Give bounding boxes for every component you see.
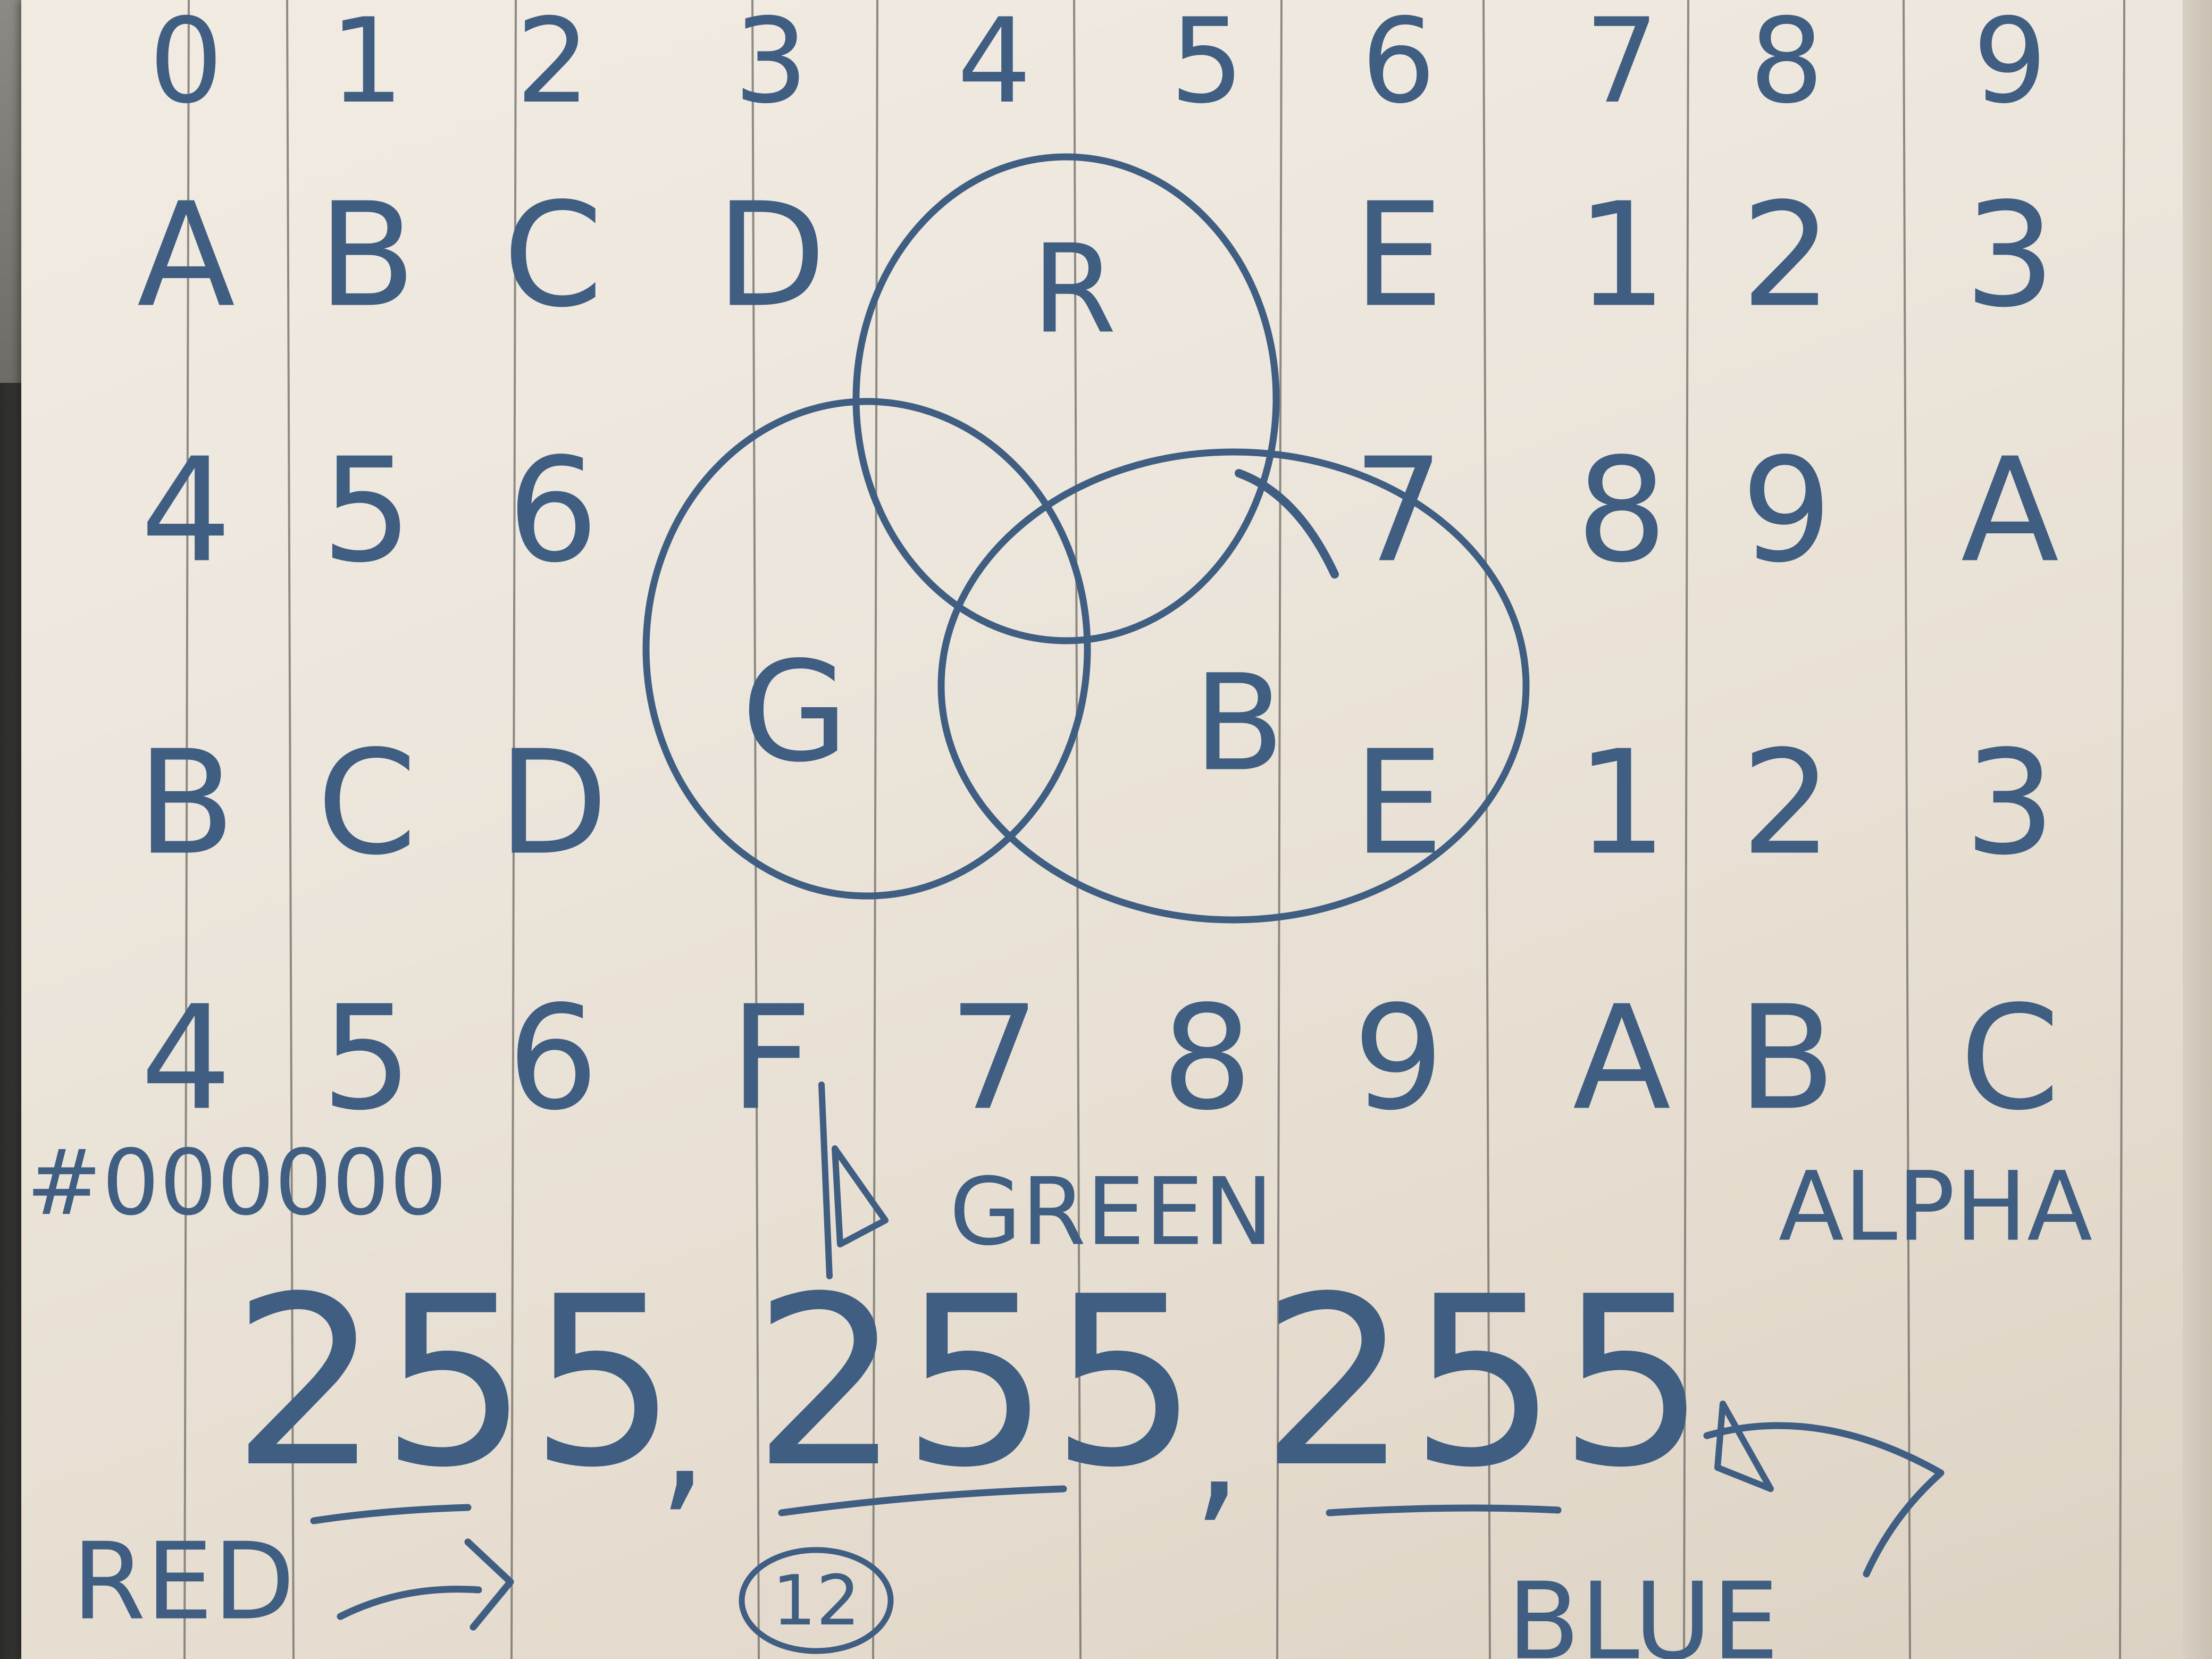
grid-cell-r2-c1: 5 <box>321 427 413 594</box>
ruled-line <box>286 0 295 1659</box>
rgb-blue-value: 255 <box>1260 1246 1707 1519</box>
ruled-lines <box>183 0 2125 1659</box>
ruled-line <box>1683 0 1689 1659</box>
blue-circle-label: B <box>1193 646 1285 801</box>
rgb-value: 255 , 255 , 255 <box>231 1246 1707 1539</box>
grid-cell-r1-c6: E <box>1353 172 1444 339</box>
blue-underline <box>1326 1504 1562 1516</box>
grid-cell-r1-c7: 1 <box>1576 172 1668 339</box>
grid-cell-r1-c8: 2 <box>1741 172 1832 339</box>
green-label: GREEN <box>949 1159 1273 1267</box>
grid-cell-r4-c6: 9 <box>1353 975 1444 1142</box>
hex-color-label: #000000 <box>26 1130 447 1236</box>
ruled-line <box>1482 0 1491 1659</box>
red-arrow <box>337 1538 514 1631</box>
grid-cell-r4-c0: 4 <box>140 975 232 1142</box>
grid-cell-r4-c1: 5 <box>321 975 413 1142</box>
ruled-line <box>183 0 190 1659</box>
grid-cell-r1-c9: 3 <box>1964 172 2056 339</box>
alpha-label: ALPHA <box>1779 1152 2092 1263</box>
grid-cell-r1-c2: C <box>503 172 604 339</box>
grid-cell-r0-c9: 9 <box>1973 0 2047 129</box>
grid-cell-r0-c2: 2 <box>516 0 590 129</box>
grid-cell-r3-c8: 2 <box>1741 719 1832 887</box>
grid-cell-r0-c1: 1 <box>330 0 404 129</box>
paper-edge <box>2183 0 2212 1659</box>
green-underline <box>778 1485 1067 1516</box>
ruled-line <box>2119 0 2125 1659</box>
grid-cell-r1-c0: A <box>137 172 236 339</box>
green-arrow <box>818 1082 889 1279</box>
grid-cell-r3-c7: 1 <box>1576 719 1668 887</box>
grid-cell-r3-c2: D <box>498 719 608 887</box>
grid-cell-r3-c0: B <box>137 719 235 887</box>
blue-label: BLUE <box>1507 1560 1779 1659</box>
ruled-line <box>510 0 517 1659</box>
blue-circle-overstroke <box>1235 469 1339 579</box>
grid-cell-r2-c2: 6 <box>507 427 599 594</box>
grid-cell-r4-c8: B <box>1737 975 1836 1142</box>
green-circle <box>642 398 1091 900</box>
grid-cell-r2-c7: 8 <box>1576 427 1668 594</box>
ruled-line <box>1073 0 1082 1659</box>
paper-sheet <box>21 0 2212 1659</box>
grid-cell-r3-c9: 3 <box>1964 719 2056 887</box>
grid-cell-r4-c7: A <box>1573 975 1672 1142</box>
grid-cell-r2-c9: A <box>1961 427 2060 594</box>
grid-cell-r4-c9: C <box>1960 975 2060 1142</box>
grid-cell-r4-c5: 8 <box>1161 975 1253 1142</box>
grid-cell-r3-c1: C <box>317 719 417 887</box>
red-underline <box>310 1504 472 1524</box>
circled-number-text: 12 <box>772 1560 860 1641</box>
rgb-green-value: 255 <box>752 1246 1199 1519</box>
grid-cell-r0-c7: 7 <box>1585 0 1659 129</box>
grid-cell-r1-c1: B <box>317 172 416 339</box>
grid-cell-r0-c6: 6 <box>1361 0 1436 129</box>
blue-arrow <box>1703 1401 1945 1578</box>
rgb-red-value: 255 <box>231 1246 678 1519</box>
green-circle-label: G <box>741 632 848 793</box>
rgb-separator-1: , <box>658 1343 708 1529</box>
grid-cell-r1-c3: D <box>716 172 826 339</box>
grid-cell-r2-c0: 4 <box>140 427 232 594</box>
grid-cell-r0-c3: 3 <box>734 0 808 129</box>
grid-cell-r4-c2: 6 <box>507 975 599 1142</box>
grid-cell-r4-c3: F <box>730 975 812 1142</box>
grid-cell-r0-c0: 0 <box>149 0 223 129</box>
venn-diagram: R G B <box>642 153 1530 924</box>
grid-cell-r4-c4: 7 <box>949 975 1040 1142</box>
grid-cell-r0-c4: 4 <box>957 0 1032 129</box>
grid-cell-r0-c5: 5 <box>1170 0 1244 129</box>
red-label: RED <box>72 1520 295 1644</box>
grid-cell-r0-c8: 8 <box>1749 0 1824 129</box>
ruled-line <box>751 0 760 1659</box>
rgb-separator-2: , <box>1192 1354 1243 1539</box>
circled-number: 12 <box>739 1547 894 1654</box>
red-circle-label: R <box>1032 219 1117 361</box>
ruled-line <box>1276 0 1283 1659</box>
ruled-line <box>872 0 878 1659</box>
grid-cell-r2-c8: 9 <box>1741 427 1832 594</box>
ruled-line <box>1903 0 1911 1659</box>
blue-circle <box>937 448 1530 924</box>
